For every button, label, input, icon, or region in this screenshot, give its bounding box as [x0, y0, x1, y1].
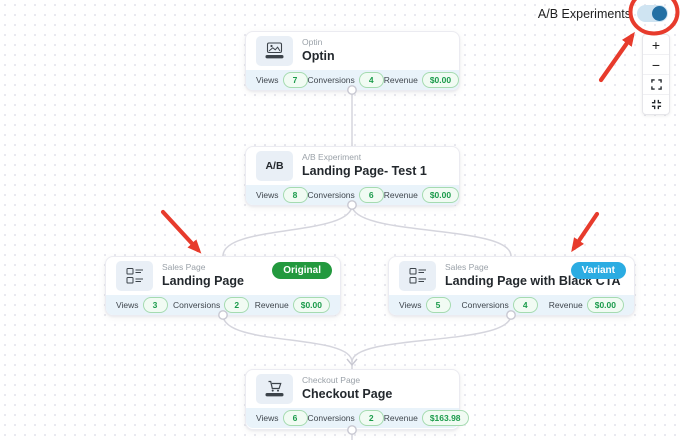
conversions-label: Conversions	[307, 190, 355, 200]
views-label: Views	[256, 413, 279, 423]
views-label: Views	[256, 75, 279, 85]
revenue-value: $163.98	[421, 409, 469, 427]
sales-page-icon	[116, 261, 153, 291]
conversions-label: Conversions	[172, 300, 221, 310]
ab-icon-text: A/B	[265, 160, 284, 172]
collapse-icon	[651, 99, 661, 110]
conversions-value: 4	[358, 71, 384, 89]
revenue-value: $0.00	[292, 296, 330, 314]
ab-test-icon: A/B	[256, 151, 293, 181]
conversions-label: Conversions	[307, 75, 355, 85]
revenue-label: Revenue	[383, 190, 418, 200]
ab-experiments-label: A/B Experiments	[537, 7, 631, 21]
canvas-toolbar: + −	[642, 34, 670, 115]
revenue-value: $0.00	[421, 186, 460, 204]
conversions-value: 2	[358, 409, 384, 427]
optin-page-icon	[256, 36, 293, 66]
original-badge: Original	[272, 262, 332, 279]
node-type-label: Sales Page	[162, 262, 206, 273]
revenue-value: $0.00	[421, 71, 460, 89]
toggle-knob	[652, 6, 667, 21]
views-value: 5	[425, 296, 451, 314]
node-landing-variant[interactable]: Sales Page Landing Page with Black CTA V…	[388, 256, 635, 316]
checkout-cart-icon	[256, 374, 293, 404]
revenue-label: Revenue	[383, 75, 418, 85]
node-type-label: Optin	[302, 37, 323, 48]
fullscreen-expand-button[interactable]	[643, 75, 669, 95]
views-value: 7	[282, 71, 308, 89]
revenue-label: Revenue	[254, 300, 289, 310]
node-title: Optin	[302, 49, 335, 64]
annotation-arrow-toggle	[598, 31, 635, 83]
views-label: Views	[256, 190, 279, 200]
conversions-value: 4	[512, 296, 538, 314]
node-title: Landing Page- Test 1	[302, 164, 427, 179]
node-type-label: Sales Page	[445, 262, 489, 273]
views-value: 3	[142, 296, 168, 314]
revenue-label: Revenue	[548, 300, 583, 310]
sales-page-icon	[399, 261, 436, 291]
node-type-label: Checkout Page	[302, 375, 361, 386]
zoom-out-button[interactable]: −	[643, 55, 669, 75]
merge-chevron-icon	[346, 358, 358, 367]
node-title: Checkout Page	[302, 387, 393, 402]
variant-badge: Variant	[570, 262, 626, 279]
annotation-arrow-original	[160, 209, 202, 254]
views-label: Views	[116, 300, 139, 310]
zoom-in-button[interactable]: +	[643, 35, 669, 55]
revenue-label: Revenue	[383, 413, 418, 423]
annotation-arrow-variant	[571, 211, 600, 253]
views-value: 6	[282, 409, 308, 427]
views-value: 8	[282, 186, 308, 204]
revenue-value: $0.00	[586, 296, 624, 314]
expand-icon	[650, 79, 662, 90]
node-type-label: A/B Experiment	[302, 152, 362, 163]
conversions-value: 2	[224, 296, 250, 314]
views-label: Views	[399, 300, 422, 310]
node-ab-experiment[interactable]: A/B A/B Experiment Landing Page- Test 1 …	[245, 146, 460, 206]
conversions-label: Conversions	[461, 300, 509, 310]
node-title: Landing Page	[162, 274, 244, 289]
fit-view-button[interactable]	[643, 95, 669, 114]
ab-experiments-toggle[interactable]	[637, 5, 668, 22]
conversions-value: 6	[358, 186, 384, 204]
conversions-label: Conversions	[307, 413, 355, 423]
